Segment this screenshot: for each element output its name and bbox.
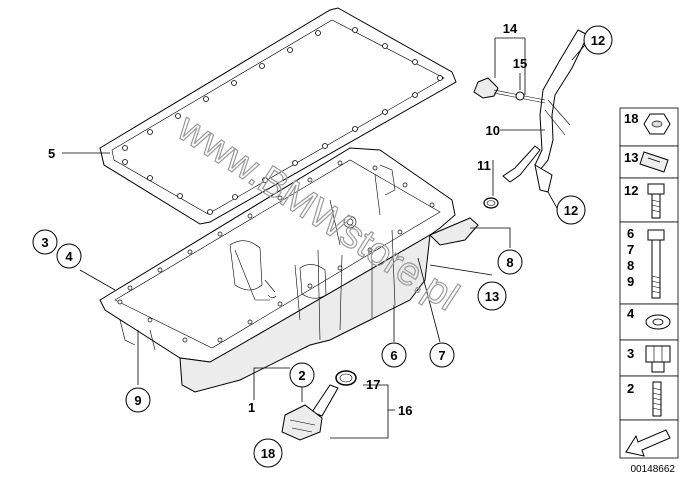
callout-12-bottom: 12: [556, 195, 586, 225]
svg-text:17: 17: [366, 377, 380, 392]
oil-pan[interactable]: [99, 147, 479, 393]
washer-icon: [645, 314, 671, 330]
callout-1: 1: [248, 400, 255, 415]
callout-5: 5: [48, 146, 55, 161]
callout-18: 18: [253, 438, 283, 468]
callout-15: 15: [513, 56, 527, 71]
callout-14: 14: [503, 21, 518, 36]
legend-3: 3: [627, 346, 634, 361]
callout-4: 4: [56, 243, 82, 269]
hex-nut-icon: [643, 113, 671, 135]
legend-2: 2: [627, 381, 634, 396]
oil-pan-gasket[interactable]: [99, 7, 457, 225]
callout-3: 3: [32, 229, 58, 255]
svg-text:15: 15: [513, 56, 527, 71]
svg-text:8: 8: [506, 255, 513, 270]
svg-text:4: 4: [65, 249, 73, 264]
callout-7: 7: [429, 342, 455, 368]
callout-12-top: 12: [583, 25, 613, 55]
document-id: 00148662: [631, 464, 676, 475]
seal-ring-11[interactable]: [483, 197, 499, 209]
svg-text:9: 9: [134, 393, 141, 408]
hex-bolt-long-icon: [647, 229, 665, 299]
direction-arrow-icon: [625, 429, 671, 457]
svg-text:6: 6: [390, 348, 397, 363]
legend-panel: 18 13 12 6 7 8 9 4 3 2: [619, 107, 679, 459]
legend-7: 7: [627, 242, 634, 257]
callout-16: 16: [398, 403, 412, 418]
svg-text:10: 10: [486, 123, 500, 138]
legend-8: 8: [627, 258, 634, 273]
stud-icon: [652, 381, 662, 417]
legend-18: 18: [624, 111, 638, 126]
legend-13: 13: [624, 150, 638, 165]
hex-plug-icon: [645, 345, 671, 373]
svg-text:5: 5: [48, 146, 55, 161]
hex-bolt-short-icon: [647, 183, 665, 219]
svg-text:18: 18: [261, 446, 275, 461]
svg-text:13: 13: [485, 289, 499, 304]
dipstick-handle[interactable]: [473, 77, 546, 104]
svg-text:12: 12: [564, 203, 578, 218]
callout-17: 17: [366, 377, 380, 392]
svg-text:14: 14: [503, 21, 518, 36]
legend-6: 6: [627, 226, 634, 241]
callout-9: 9: [125, 387, 151, 413]
seal-ring-17[interactable]: [335, 370, 357, 386]
legend-4: 4: [627, 306, 635, 321]
leader-lines: [62, 37, 586, 439]
callout-13: 13: [477, 281, 507, 311]
oil-level-sensor[interactable]: [281, 384, 339, 441]
dipstick-guide-tube[interactable]: [502, 29, 589, 193]
svg-text:12: 12: [591, 33, 605, 48]
callout-6: 6: [381, 342, 407, 368]
svg-text:3: 3: [41, 235, 48, 250]
legend-9: 9: [627, 274, 634, 289]
legend-12: 12: [624, 183, 638, 198]
callout-10: 10: [486, 123, 500, 138]
callout-11: 11: [477, 158, 491, 173]
callout-8: 8: [497, 249, 523, 275]
svg-text:1: 1: [248, 400, 255, 415]
callout-2: 2: [289, 362, 315, 388]
clip-nut-icon: [639, 151, 669, 173]
svg-text:11: 11: [477, 158, 491, 173]
svg-text:2: 2: [298, 368, 305, 383]
svg-text:7: 7: [438, 348, 445, 363]
svg-text:16: 16: [398, 403, 412, 418]
